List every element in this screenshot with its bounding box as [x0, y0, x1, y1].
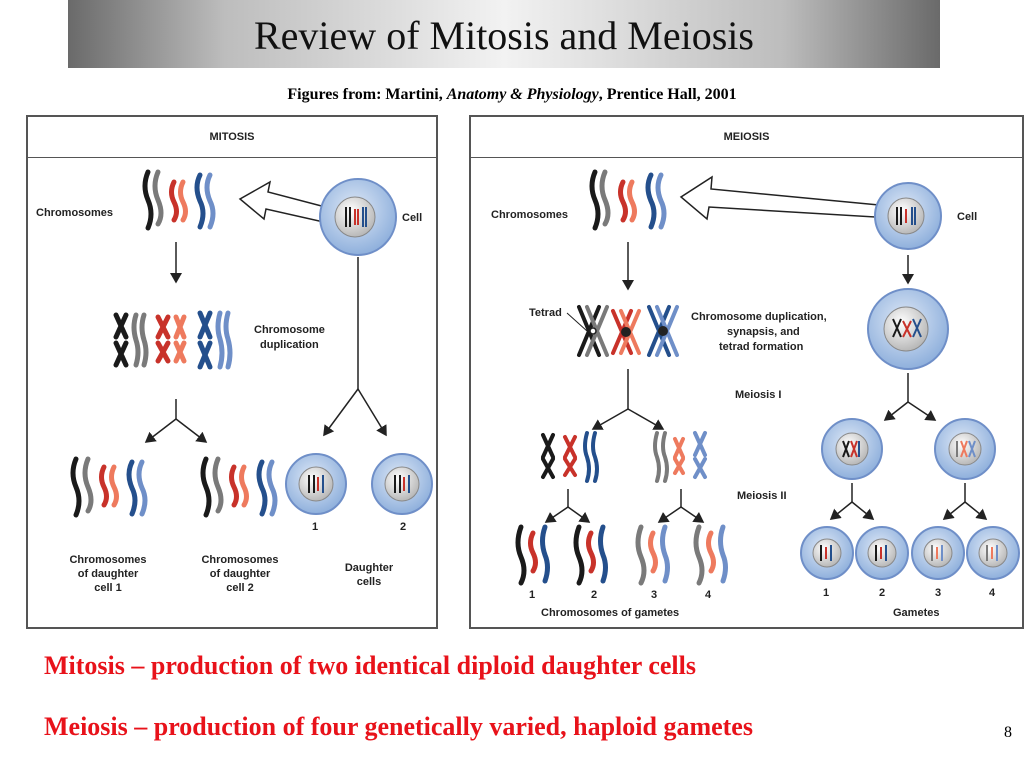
credit-book: Anatomy & Physiology [446, 86, 599, 103]
page-number: 8 [1004, 724, 1012, 741]
mitosis-branch-arrows [144, 257, 387, 443]
mitosis-d2-line2: of daughter [209, 568, 271, 580]
title-bar: Review of Mitosis and Meiosis [68, 0, 940, 68]
meiosis-1-product-chromosomes-a [541, 431, 599, 483]
mitosis-cell-number-2: 2 [400, 521, 406, 533]
meiosis-heading: MEIOSIS [471, 117, 1022, 158]
meiosis-1-label: Meiosis I [735, 389, 781, 401]
meiosis-parent-cell [874, 182, 942, 250]
mitosis-duplication-label-2: duplication [260, 339, 319, 351]
mitosis-d1-line1: Chromosomes [69, 554, 147, 566]
meiosis-dup-line1: Chromosome duplication, [691, 311, 827, 323]
mitosis-chromosomes-top [142, 169, 216, 231]
meiosis-tetrad-cell [867, 288, 949, 370]
mitosis-diagram: Chromosomes Cell Chromosome duplication [36, 169, 433, 533]
meiosis-gamete-chromosomes-4 [693, 524, 728, 586]
meiosis-diagram: Chromosomes Cell Tetrad Chromosome du [491, 169, 1020, 619]
mitosis-daughter2-chromosomes [200, 456, 278, 518]
meiosis-1-product-chromosomes-b [653, 431, 707, 483]
credit-prefix: Figures from: Martini, [287, 86, 447, 103]
meiosis-gamete-chromosomes-label: Chromosomes of gametes [541, 607, 679, 619]
mitosis-daughter2-caption: Chromosomes of daughter cell 2 [190, 553, 290, 595]
meiosis-panel: MEIOSIS Chromosomes Cell [469, 115, 1024, 629]
meiosis-chrom-number-3: 3 [651, 589, 657, 601]
meiosis-gamete-number-2: 2 [879, 587, 885, 599]
meiosis-chrom-number-4: 4 [705, 589, 712, 601]
meiosis-1-product-cell-a [821, 418, 883, 480]
meiosis-gamete-cell-4 [966, 526, 1020, 580]
mitosis-dc-line2: cells [356, 576, 382, 588]
meiosis-chromosomes-top [589, 169, 667, 231]
meiosis-2-branch-arrows [544, 483, 988, 523]
meiosis-1-product-cell-b [934, 418, 996, 480]
meiosis-tetrads [577, 305, 679, 357]
meiosis-gamete-chromosomes-2 [573, 524, 608, 586]
meiosis-2-label: Meiosis II [737, 490, 787, 502]
meiosis-cell-label: Cell [957, 211, 977, 223]
slide-title: Review of Mitosis and Meiosis [254, 13, 754, 58]
meiosis-gamete-cell-3 [911, 526, 965, 580]
mitosis-d2-line3: cell 2 [226, 582, 254, 594]
mitosis-daughter1-chromosomes [70, 456, 148, 518]
mitosis-dc-line1: Daughter [344, 562, 394, 574]
meiosis-chrom-number-2: 2 [591, 589, 597, 601]
meiosis-dup-line2: synapsis, and [727, 326, 800, 338]
meiosis-chrom-number-1: 1 [529, 589, 535, 601]
meiosis-chromosomes-label: Chromosomes [491, 209, 568, 221]
mitosis-cell-number-1: 1 [312, 521, 318, 533]
meiosis-gamete-chromosomes-3 [635, 524, 670, 586]
mitosis-cell-label: Cell [402, 212, 422, 224]
meiosis-summary: Meiosis – production of four genetically… [44, 712, 753, 741]
meiosis-tetrad-label: Tetrad [529, 307, 562, 319]
mitosis-chromosomes-label: Chromosomes [36, 207, 113, 219]
meiosis-tetrad-pointer [566, 312, 588, 332]
mitosis-panel: MITOSIS Chromosomes Cell [26, 115, 438, 629]
meiosis-dup-line3: tetrad formation [719, 341, 804, 353]
mitosis-duplication-label-1: Chromosome [254, 324, 325, 336]
meiosis-gametes-label: Gametes [893, 607, 939, 619]
mitosis-daughter-cells-caption: Daughter cells [324, 561, 414, 589]
meiosis-hollow-arrow [679, 175, 881, 221]
meiosis-gamete-cell-1 [800, 526, 854, 580]
mitosis-parent-cell [319, 178, 397, 256]
mitosis-d1-line3: cell 1 [94, 582, 122, 594]
meiosis-gamete-number-1: 1 [823, 587, 829, 599]
mitosis-summary: Mitosis – production of two identical di… [44, 651, 696, 680]
mitosis-duplicated-chromosomes [113, 310, 233, 370]
meiosis-1-branch-arrows [591, 369, 937, 430]
mitosis-daughter-cell-2 [371, 453, 433, 515]
mitosis-daughter1-caption: Chromosomes of daughter cell 1 [58, 553, 158, 595]
mitosis-heading: MITOSIS [28, 117, 436, 158]
mitosis-daughter-cell-1 [285, 453, 347, 515]
mitosis-d2-line1: Chromosomes [201, 554, 279, 566]
figure-credit: Figures from: Martini, Anatomy & Physiol… [0, 86, 1024, 104]
meiosis-gamete-chromosomes-1 [515, 524, 550, 586]
meiosis-gamete-cell-2 [855, 526, 909, 580]
meiosis-gamete-number-3: 3 [935, 587, 941, 599]
mitosis-d1-line2: of daughter [77, 568, 139, 580]
mitosis-hollow-arrow [238, 180, 334, 224]
credit-suffix: , Prentice Hall, 2001 [598, 86, 737, 103]
meiosis-gamete-number-4: 4 [989, 587, 996, 599]
